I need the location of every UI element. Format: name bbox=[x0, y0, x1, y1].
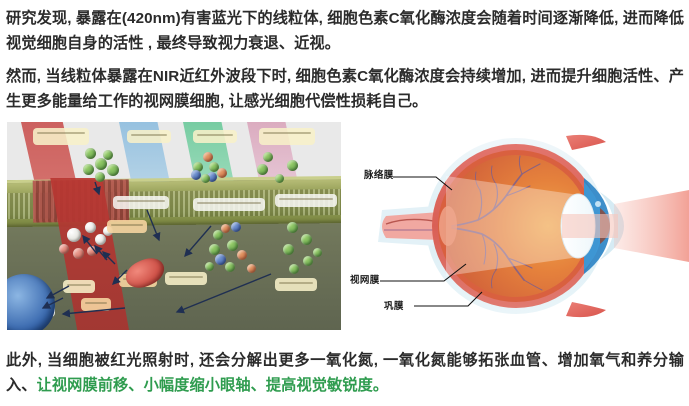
molecule-red bbox=[59, 244, 69, 254]
molecule-orange bbox=[237, 250, 247, 260]
paragraph-nitric-oxide-highlight: 让视网膜前移、小幅度缩小眼轴、提高视觉敏锐度。 bbox=[36, 377, 389, 394]
eye-anatomy-diagram: 脉络膜 视网膜 巩膜 bbox=[348, 120, 689, 332]
paragraph-nitric-oxide-lead: 此外, 当细胞被红光照射时, 还会分解出更多一氧化氮, 一氧化氮能够拓张血管、增… bbox=[6, 352, 684, 394]
molecule-green bbox=[95, 172, 105, 182]
molecule-green bbox=[303, 256, 313, 266]
callout-ros bbox=[107, 220, 147, 233]
molecule-green bbox=[213, 230, 223, 240]
molecule-white bbox=[67, 228, 81, 242]
molecule-green bbox=[209, 244, 220, 255]
molecule-green bbox=[107, 164, 119, 176]
molecule-green bbox=[257, 164, 268, 175]
eye-anatomy-svg bbox=[378, 134, 689, 318]
molecule-blue bbox=[191, 170, 201, 180]
eye-label-retina: 视网膜 bbox=[350, 275, 380, 286]
figure-row: 脉络膜 视网膜 巩膜 bbox=[0, 120, 689, 332]
molecule-green bbox=[103, 150, 113, 160]
molecule-green bbox=[227, 240, 238, 251]
molecule-blue bbox=[231, 222, 241, 232]
eye-label-choroid: 脉络膜 bbox=[364, 170, 394, 181]
molecule-green bbox=[301, 234, 312, 245]
molecule-green bbox=[193, 162, 203, 172]
molecule-green bbox=[205, 262, 214, 271]
callout-blue-wavelength bbox=[127, 130, 171, 143]
molecule-green bbox=[209, 162, 219, 172]
callout-membrane-protein-left bbox=[113, 196, 169, 209]
molecule-green bbox=[95, 158, 107, 170]
molecule-red bbox=[87, 246, 97, 256]
molecule-blue bbox=[215, 254, 226, 265]
molecule-green bbox=[85, 148, 96, 159]
molecule-white bbox=[85, 222, 96, 233]
molecule-green bbox=[283, 244, 294, 255]
callout-membrane-protein-right bbox=[275, 194, 337, 207]
callout-membrane-protein-mid bbox=[193, 198, 265, 211]
molecule-blue bbox=[207, 172, 217, 182]
callout-signal bbox=[63, 280, 95, 293]
molecule-green bbox=[287, 222, 298, 233]
molecule-orange bbox=[221, 224, 230, 233]
callout-pink-wavelength bbox=[259, 128, 315, 145]
molecule-orange bbox=[217, 168, 227, 178]
molecule-green bbox=[275, 174, 284, 183]
callout-ion-channel bbox=[165, 272, 207, 285]
molecule-green bbox=[201, 174, 210, 183]
molecule-green bbox=[289, 264, 299, 274]
molecule-red bbox=[73, 248, 84, 259]
molecule-orange bbox=[203, 152, 213, 162]
paragraph-blue-light: 研究发现, 暴露在(420nm)有害蓝光下的线粒体, 细胞色素C氧化酶浓度会随着… bbox=[6, 6, 684, 56]
paragraph-nir-light-text: 然而, 当线粒体暴露在NIR近红外波段下时, 细胞色素C氧化酶浓度会持续增加, … bbox=[6, 68, 684, 110]
callout-red-wavelength bbox=[33, 128, 89, 145]
eye-label-sclera: 巩膜 bbox=[384, 301, 404, 312]
callout-water bbox=[275, 278, 317, 291]
paragraph-blue-light-text: 研究发现, 暴露在(420nm)有害蓝光下的线粒体, 细胞色素C氧化酶浓度会随着… bbox=[6, 10, 684, 52]
molecule-green bbox=[225, 262, 235, 272]
paragraph-nir-light: 然而, 当线粒体暴露在NIR近红外波段下时, 细胞色素C氧化酶浓度会持续增加, … bbox=[6, 64, 684, 114]
molecule-green bbox=[313, 248, 322, 257]
molecule-green bbox=[287, 160, 298, 171]
cell-membrane-diagram bbox=[7, 122, 341, 330]
callout-green-wavelength bbox=[193, 130, 237, 143]
molecule-white bbox=[95, 234, 106, 245]
callout-no bbox=[81, 298, 111, 311]
molecule-orange bbox=[247, 264, 256, 273]
cell-diagram-arrows bbox=[41, 181, 272, 318]
paragraph-nitric-oxide: 此外, 当细胞被红光照射时, 还会分解出更多一氧化氮, 一氧化氮能够拓张血管、增… bbox=[6, 348, 684, 398]
molecule-green bbox=[83, 164, 94, 175]
molecule-green bbox=[263, 152, 273, 162]
